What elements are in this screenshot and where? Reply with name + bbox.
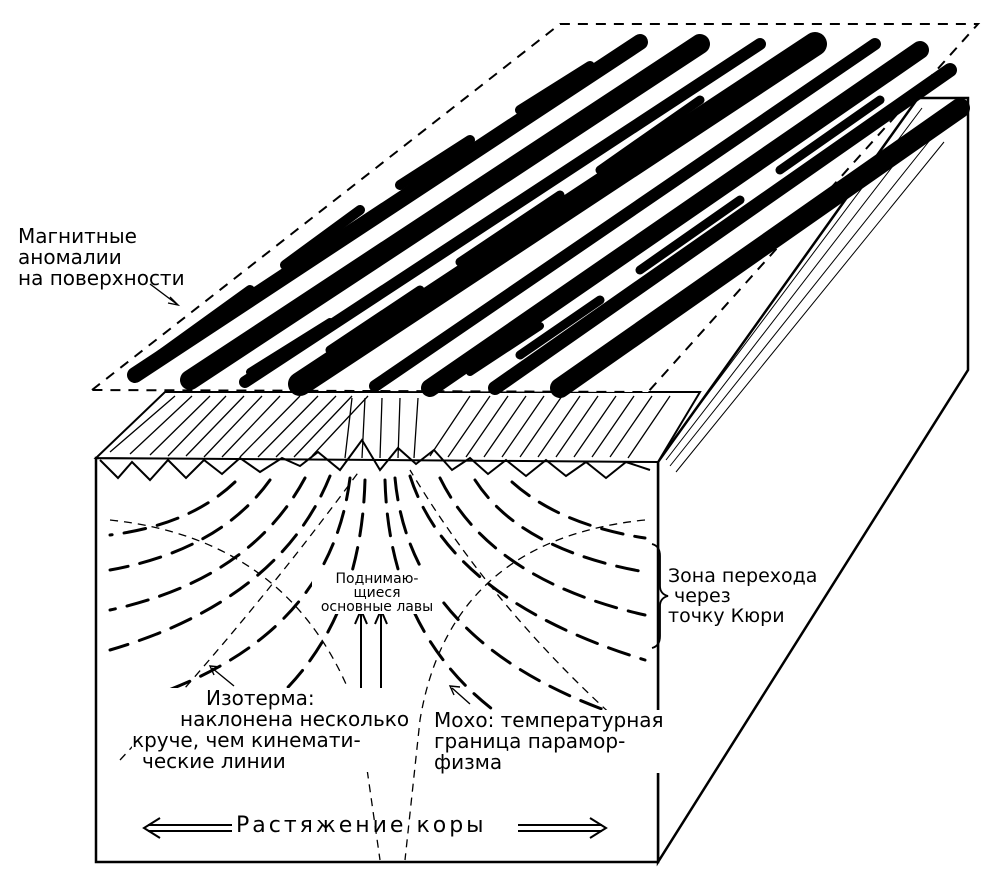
- side-face-strata: [661, 107, 945, 473]
- label-rising-lavas: Поднимаю- щиеся основные лавы: [312, 572, 442, 614]
- label-isotherm: Изотерма: наклонена несколько круче, чем…: [132, 686, 410, 773]
- leader-lines: [149, 283, 471, 705]
- label-surface-anomalies: Магнитные аномалии на поверхности: [18, 224, 185, 290]
- crust-fracture-lines: [109, 395, 671, 459]
- crust-top-strip: [93, 391, 702, 464]
- label-moho: Мохо: температурная граница парамор- физ…: [434, 708, 664, 774]
- label-curie-zone: Зона перехода через точку Кюри: [668, 565, 818, 627]
- block-front-face: [94, 456, 660, 864]
- label-crust-extension: Растяжение коры: [236, 813, 487, 838]
- crust-jagged-edge: [99, 438, 651, 482]
- crust-extension-arrows: [142, 817, 608, 839]
- magnetic-anomaly-stripes: [127, 32, 970, 398]
- curie-zone-bracket: [651, 543, 669, 649]
